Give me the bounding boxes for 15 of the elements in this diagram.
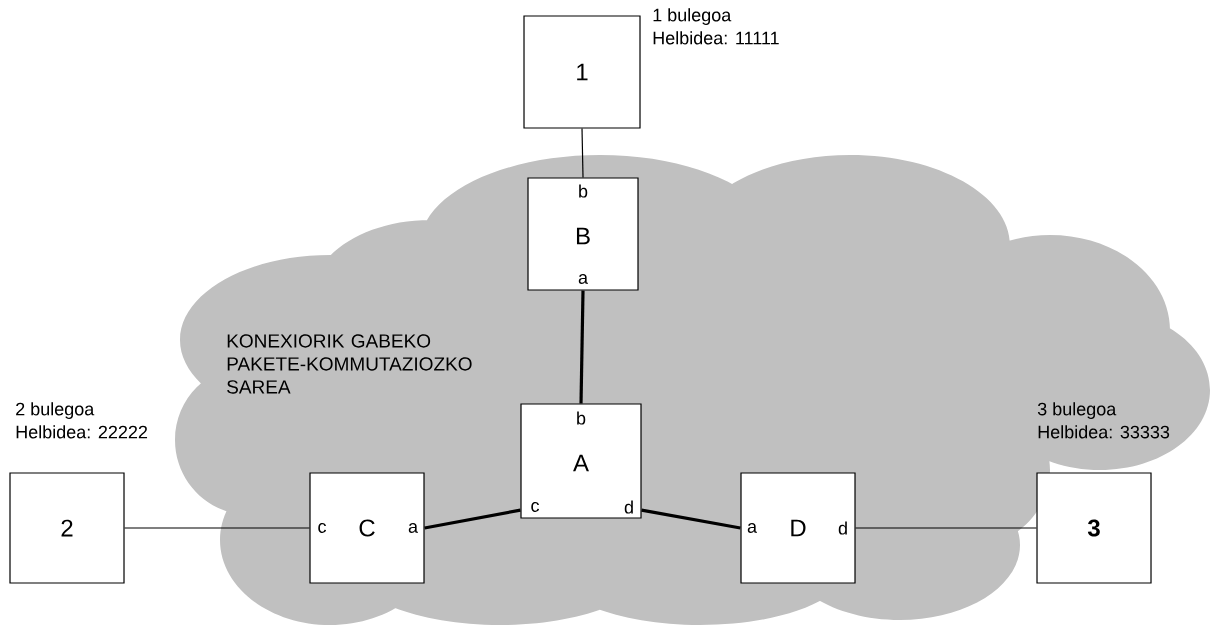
switch-box: c C a	[309, 472, 425, 584]
office-box: 1	[523, 15, 641, 129]
link-line	[579, 290, 585, 404]
office-label: 3 bulegoa Helbidea: 33333	[1037, 402, 1170, 439]
link-line	[424, 508, 521, 530]
link-line	[641, 508, 741, 530]
office-box: 2	[9, 472, 125, 584]
office-label: 1 bulegoa Helbidea: 11111	[653, 8, 779, 45]
link-line	[124, 527, 310, 529]
switch-box: b A c d	[520, 403, 642, 519]
link-line	[855, 527, 1037, 529]
switch-box: b B a	[527, 177, 639, 291]
office-label: 2 bulegoa Helbidea: 22222	[16, 402, 148, 439]
switch-box: a D d	[740, 472, 856, 584]
link-line	[581, 128, 584, 178]
